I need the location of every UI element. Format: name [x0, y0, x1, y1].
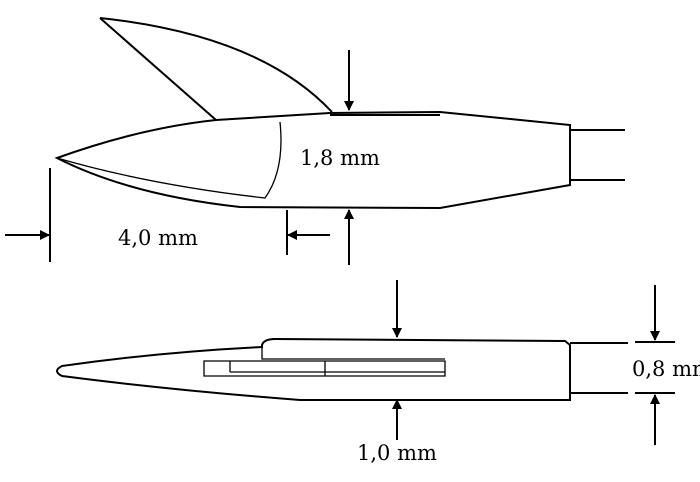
- dim-label-thickness: 1,0 mm: [357, 441, 437, 465]
- body-outline: [54, 110, 571, 210]
- dim-label-shaft: 0,8 mm: [632, 357, 700, 381]
- side-view-drawing: [56, 280, 675, 445]
- blade-curve: [99, 17, 333, 113]
- dim-label-width: 1,8 mm: [300, 146, 380, 170]
- dim-label-length: 4,0 mm: [118, 226, 198, 250]
- side-body-outline: [56, 337, 571, 401]
- top-view-drawing: [5, 17, 625, 265]
